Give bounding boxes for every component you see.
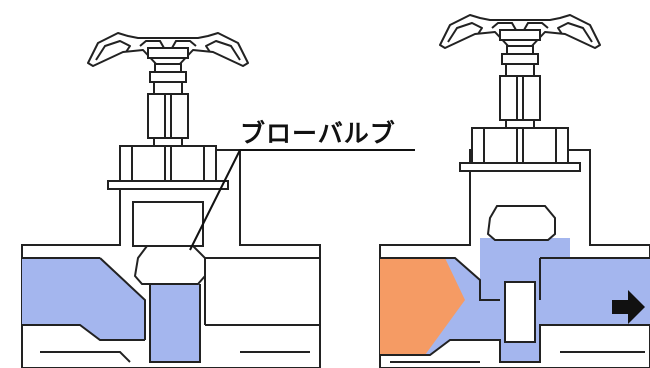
right-valve-disc [486,205,556,241]
callout-leader [189,149,415,251]
left-valve-closed [21,32,321,368]
left-inlet-fluid [22,258,145,340]
blow-valve-label: ブローバルブ [240,119,396,148]
right-arrow-icon [612,290,645,324]
right-valve-open [379,14,650,368]
right-hot-fluid [380,258,465,355]
left-valve-disc [133,245,206,285]
left-chamber-fluid [150,284,200,362]
